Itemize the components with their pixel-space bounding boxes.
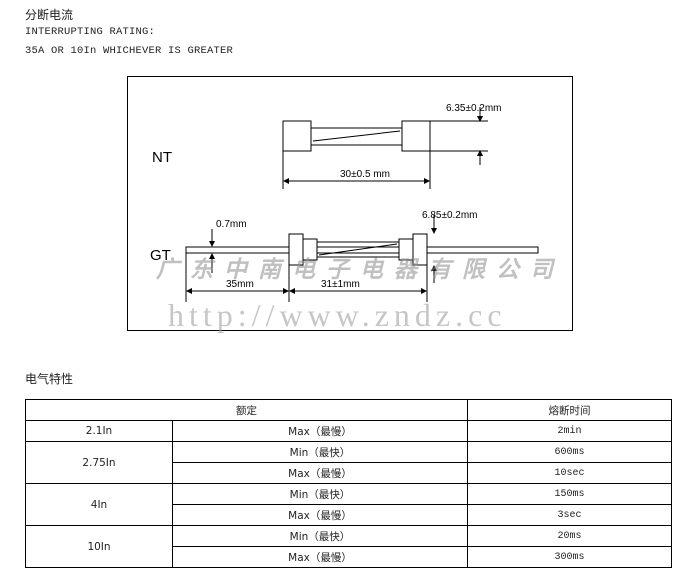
gt-lead-label: 0.7mm [216,219,247,230]
condition-cell: Max（最慢） [172,504,468,526]
gt-diameter-label: 6.85±0.2mm [422,210,478,221]
current-cell: 2.1In [25,420,173,442]
condition-cell: Min（最快） [172,441,468,463]
nt-label: NT [152,149,172,166]
header-rated: 额定 [25,399,468,421]
table-row: Max（最慢） 3sec [26,504,672,526]
gt-lead-length-label: 35mm [226,279,254,290]
time-cell: 10sec [467,462,672,484]
current-cell: 2.75In [25,441,173,484]
header-blow-time: 熔断时间 [467,399,672,421]
condition-cell: Max（最慢） [172,546,468,568]
fuse-dimension-figure: NT 6.35±0.2mm 30±0.5 mm [127,76,573,331]
condition-cell: Max（最慢） [172,462,468,484]
time-cell: 3sec [467,504,672,526]
current-cell: 4In [25,483,173,526]
condition-cell: Min（最快） [172,525,468,547]
interrupting-rating-value: 35A OR 10In WHICHEVER IS GREATER [25,45,234,57]
gt-label: GT [150,247,171,264]
time-cell: 150ms [467,483,672,505]
time-cell: 300ms [467,546,672,568]
url-watermark: http://www.zndz.cc [168,297,507,333]
table-row: 10In Min（最快） 20ms [25,525,672,568]
section-title-interrupting: 分断电流 [25,8,74,22]
company-watermark: 广东中南电子电器有限公司 [156,256,564,283]
table-row: 2.75In Min（最快） 600ms [25,441,672,484]
fuse-dimension-drawing: NT 6.35±0.2mm 30±0.5 mm [150,103,539,302]
section-title-electrical: 电气特性 [25,372,74,386]
gt-length-label: 31±1mm [321,279,360,290]
table-row: 4In Min（最快） 150ms [25,483,672,526]
condition-cell: Max（最慢） [172,420,468,442]
electrical-characteristics-table: 额定 熔断时间 2.1In Max（最慢） 2min 2.75In Min（最快… [25,399,672,568]
interrupting-rating-label: INTERRUPTING RATING: [25,26,156,38]
table-row: 2.1In Max（最慢） 2min [25,420,672,442]
gt-fuse-drawing [185,215,539,302]
current-cell: 10In [25,525,173,568]
condition-cell: Min（最快） [172,483,468,505]
time-cell: 2min [467,420,672,442]
nt-length-label: 30±0.5 mm [340,169,390,180]
table-row: Max（最慢） 300ms [26,546,672,568]
time-cell: 600ms [467,441,672,463]
table-header-row: 额定 熔断时间 [25,399,672,421]
nt-diameter-label: 6.35±0.2mm [446,103,502,114]
time-cell: 20ms [467,525,672,547]
nt-fuse-drawing [282,107,488,189]
